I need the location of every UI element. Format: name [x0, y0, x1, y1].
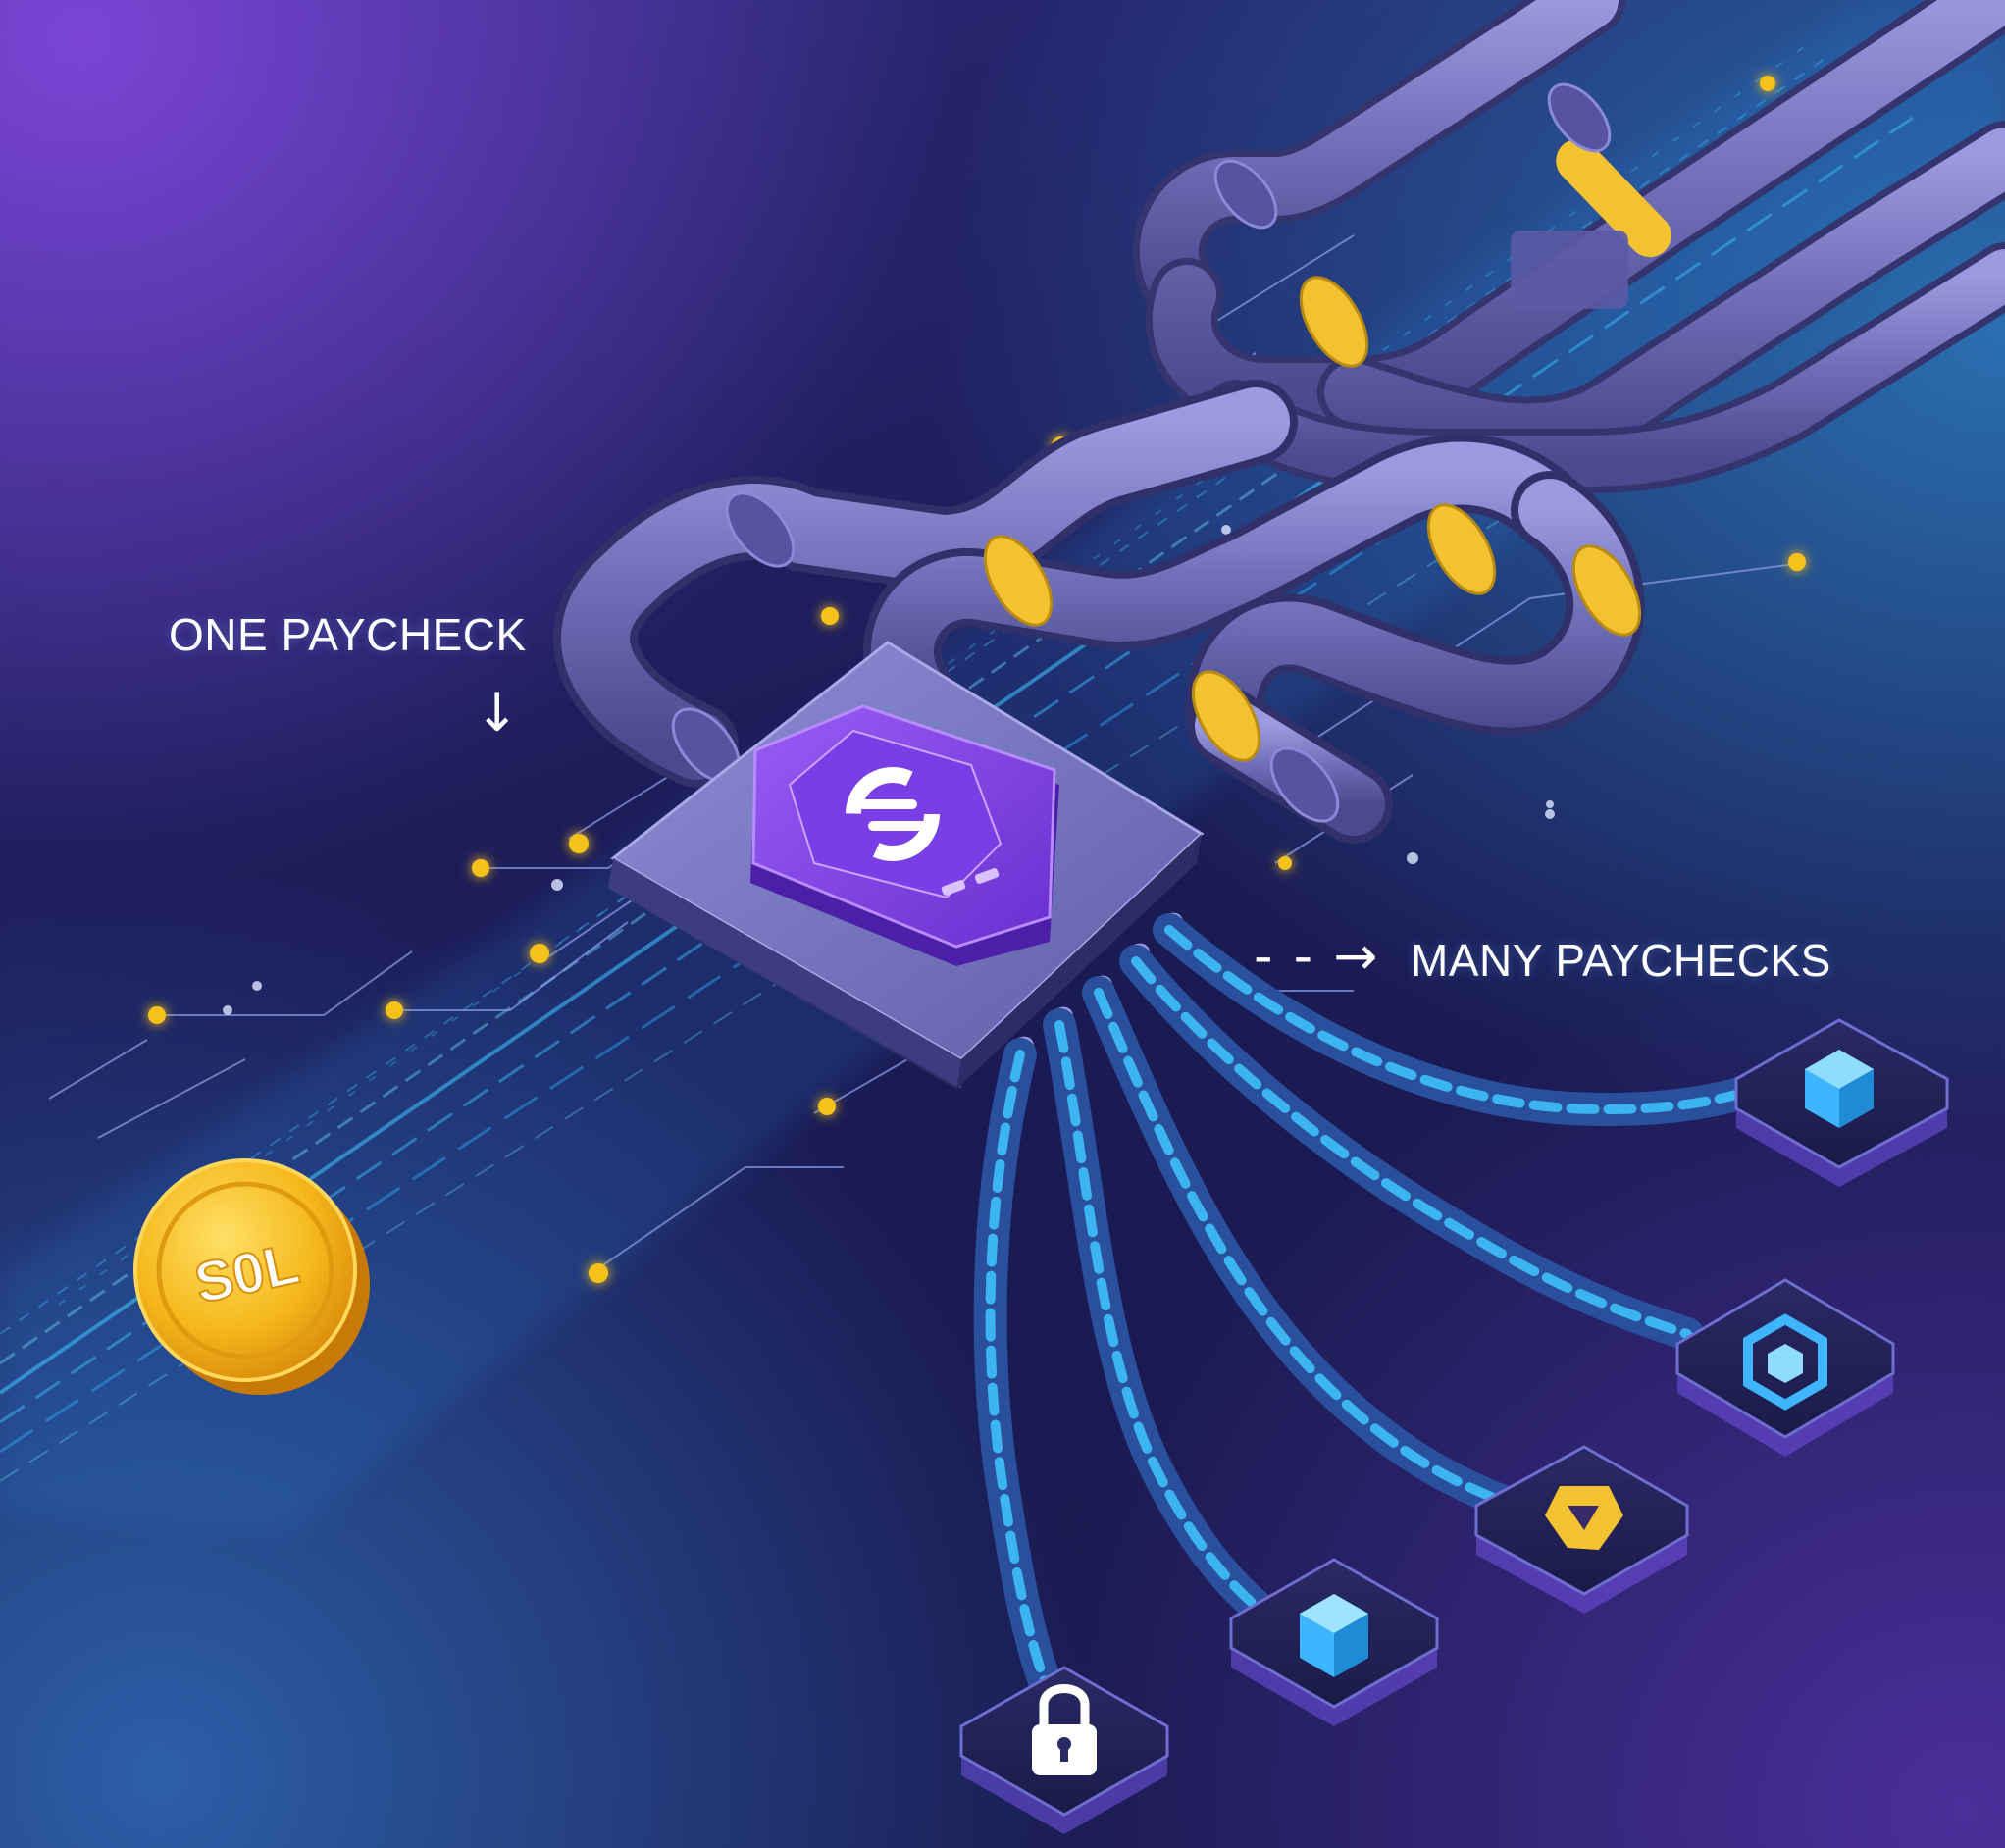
- crystal-block-icon: [1300, 1594, 1368, 1677]
- gold-rings: [983, 276, 1642, 762]
- destination-tile-hexagon-block: [1675, 1278, 1895, 1457]
- gold-emblem-icon: [1545, 1486, 1623, 1550]
- destination-tile-padlock: [959, 1666, 1169, 1834]
- sol-coin-icon: [133, 1158, 370, 1395]
- destination-tile-cube: [1734, 1018, 1949, 1187]
- many-paychecks-label: MANY PAYCHECKS: [1411, 935, 1831, 986]
- gold-clamp: [1511, 138, 1671, 309]
- output-cables: [973, 913, 1773, 1733]
- split-router-icon: [750, 704, 1059, 966]
- cube-icon: [1805, 1050, 1874, 1128]
- pipe-joints: [671, 82, 1612, 823]
- one-paycheck-label: ONE PAYCHECK: [169, 609, 527, 660]
- hexagon-block-icon: [1743, 1313, 1827, 1411]
- dashed-right-arrow-icon: - - →: [1254, 925, 1380, 987]
- destination-tile-crystal-block: [1229, 1558, 1439, 1726]
- destination-tile-gold-emblem: [1474, 1445, 1689, 1614]
- down-arrow-icon: ↓: [475, 682, 520, 744]
- pipe-network-back: [1132, 0, 2005, 493]
- padlock-icon: [1032, 1684, 1097, 1775]
